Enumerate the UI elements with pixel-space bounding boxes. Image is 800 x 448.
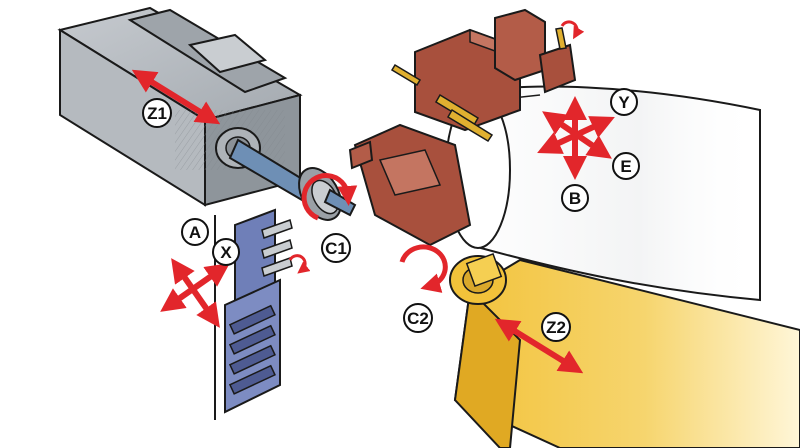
turret-tool-blocks: [348, 8, 577, 247]
svg-text:E: E: [620, 157, 631, 176]
c1-rotation-arrow: [301, 173, 358, 221]
axis-label-c1: C1: [321, 233, 351, 263]
c2-rotation-arrow: [399, 244, 448, 293]
lower-spindle: [449, 252, 800, 448]
svg-text:C2: C2: [407, 309, 429, 328]
axis-label-x: X: [212, 238, 240, 266]
axis-label-z2: Z2: [541, 312, 571, 342]
svg-text:Y: Y: [618, 93, 630, 112]
axis-label-z1: Z1: [142, 98, 172, 128]
svg-text:X: X: [220, 243, 232, 262]
axis-label-b: B: [561, 184, 589, 212]
svg-text:C1: C1: [325, 239, 347, 258]
svg-text:Z2: Z2: [546, 318, 566, 337]
axis-label-a: A: [181, 218, 209, 246]
svg-text:Z1: Z1: [147, 104, 167, 123]
y-b-e-arrows: [537, 96, 615, 180]
a-x-arrows: [160, 258, 230, 328]
axis-label-y: Y: [610, 88, 638, 116]
svg-text:B: B: [569, 189, 581, 208]
z2-arrow: [494, 318, 584, 374]
svg-text:A: A: [189, 223, 201, 242]
axis-label-c2: C2: [403, 303, 433, 333]
small-rotation-arrows: [288, 20, 585, 274]
z1-arrow: [131, 69, 221, 125]
lower-tool-plate: [214, 208, 293, 420]
axis-label-e: E: [612, 152, 640, 180]
